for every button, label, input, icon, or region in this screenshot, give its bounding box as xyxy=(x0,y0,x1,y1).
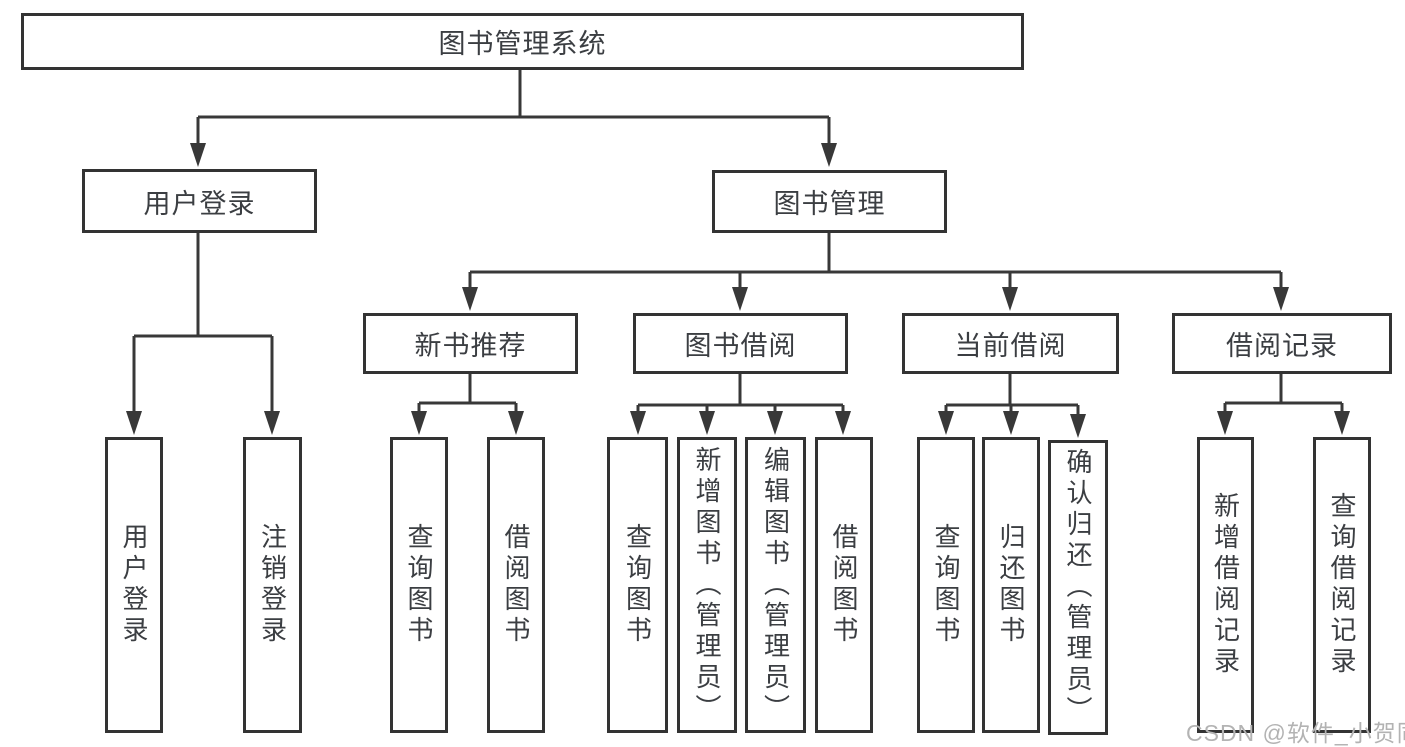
leaf-confirm-return-admin: 确认归还（管理员） xyxy=(1048,440,1108,735)
arrowhead-icon xyxy=(835,411,851,435)
leaf-borrow-books-borrowing-label: 借阅图书 xyxy=(829,523,859,647)
arrowhead-icon xyxy=(1002,287,1018,311)
arrowhead-icon xyxy=(411,411,427,435)
leaf-query-books-current-label: 查询图书 xyxy=(931,523,961,647)
leaf-borrow-books-borrowing: 借阅图书 xyxy=(815,437,873,733)
leaf-add-books-admin: 新增图书（管理员） xyxy=(677,437,737,733)
arrowhead-icon xyxy=(1003,411,1019,435)
arrowhead-icon xyxy=(462,287,478,311)
leaf-query-books-recommend: 查询图书 xyxy=(390,437,448,733)
node-book-borrowing: 图书借阅 xyxy=(633,313,848,374)
leaf-query-borrow-record-label: 查询借阅记录 xyxy=(1327,492,1357,678)
arrowhead-icon xyxy=(767,411,783,435)
node-current-borrowing: 当前借阅 xyxy=(902,313,1119,374)
leaf-logout-label: 注销登录 xyxy=(257,523,288,647)
arrowhead-icon xyxy=(732,287,748,311)
arrowhead-icon xyxy=(1070,414,1086,438)
leaf-query-books-borrowing-label: 查询图书 xyxy=(622,523,653,647)
node-book-borrowing-label: 图书借阅 xyxy=(684,331,797,361)
node-borrowing-records: 借阅记录 xyxy=(1172,313,1392,374)
leaf-edit-books-admin: 编辑图书（管理员） xyxy=(745,437,806,733)
arrowhead-icon xyxy=(630,411,646,435)
leaf-add-borrow-record: 新增借阅记录 xyxy=(1197,437,1254,733)
leaf-add-borrow-record-label: 新增借阅记录 xyxy=(1210,492,1241,678)
arrowhead-icon xyxy=(821,143,837,167)
arrowhead-icon xyxy=(508,411,524,435)
arrowhead-icon xyxy=(699,411,715,435)
connector-current-borrowing xyxy=(944,374,1080,417)
leaf-logout: 注销登录 xyxy=(243,437,302,733)
arrowhead-icon xyxy=(1334,411,1350,435)
connector-new-book-recommend xyxy=(417,374,518,414)
arrowhead-icon xyxy=(126,411,142,435)
leaf-return-books: 归还图书 xyxy=(982,437,1040,733)
connector-book-borrowing xyxy=(636,374,845,414)
node-new-book-recommend: 新书推荐 xyxy=(363,313,578,374)
node-borrowing-records-label: 借阅记录 xyxy=(1226,331,1338,361)
leaf-confirm-return-admin-label: 确认归还（管理员） xyxy=(1063,448,1093,727)
node-user-login: 用户登录 xyxy=(82,169,317,233)
node-book-management-label: 图书管理 xyxy=(773,189,886,219)
node-root-label: 图书管理系统 xyxy=(438,29,607,59)
connector-book-management xyxy=(468,233,1283,290)
connector-root xyxy=(196,70,831,146)
node-book-management: 图书管理 xyxy=(712,170,947,233)
leaf-query-books-current: 查询图书 xyxy=(917,437,975,733)
leaf-query-books-recommend-label: 查询图书 xyxy=(404,523,434,647)
arrowhead-icon xyxy=(938,411,954,435)
node-user-login-label: 用户登录 xyxy=(143,188,256,219)
leaf-query-borrow-record: 查询借阅记录 xyxy=(1313,437,1371,733)
leaf-add-books-admin-label: 新增图书（管理员） xyxy=(692,445,722,725)
leaf-return-books-label: 归还图书 xyxy=(996,523,1026,647)
node-new-book-recommend-label: 新书推荐 xyxy=(414,331,527,361)
arrowhead-icon xyxy=(1217,411,1233,435)
leaf-user-login: 用户登录 xyxy=(105,437,163,733)
connector-borrowing-records xyxy=(1223,374,1344,414)
node-current-borrowing-label: 当前借阅 xyxy=(954,331,1067,361)
csdn-watermark: CSDN @软件_小贺同学 xyxy=(1186,720,1405,746)
leaf-borrow-books-recommend: 借阅图书 xyxy=(487,437,545,733)
arrowhead-icon xyxy=(190,143,206,167)
leaf-borrow-books-recommend-label: 借阅图书 xyxy=(501,523,531,647)
arrowhead-icon xyxy=(264,411,280,435)
leaf-edit-books-admin-label: 编辑图书（管理员） xyxy=(760,445,791,725)
leaf-user-login-label: 用户登录 xyxy=(119,523,149,647)
leaf-query-books-borrowing: 查询图书 xyxy=(607,437,668,733)
arrowhead-icon xyxy=(1273,287,1289,311)
connector-user-login xyxy=(132,233,274,414)
node-root: 图书管理系统 xyxy=(21,13,1024,70)
